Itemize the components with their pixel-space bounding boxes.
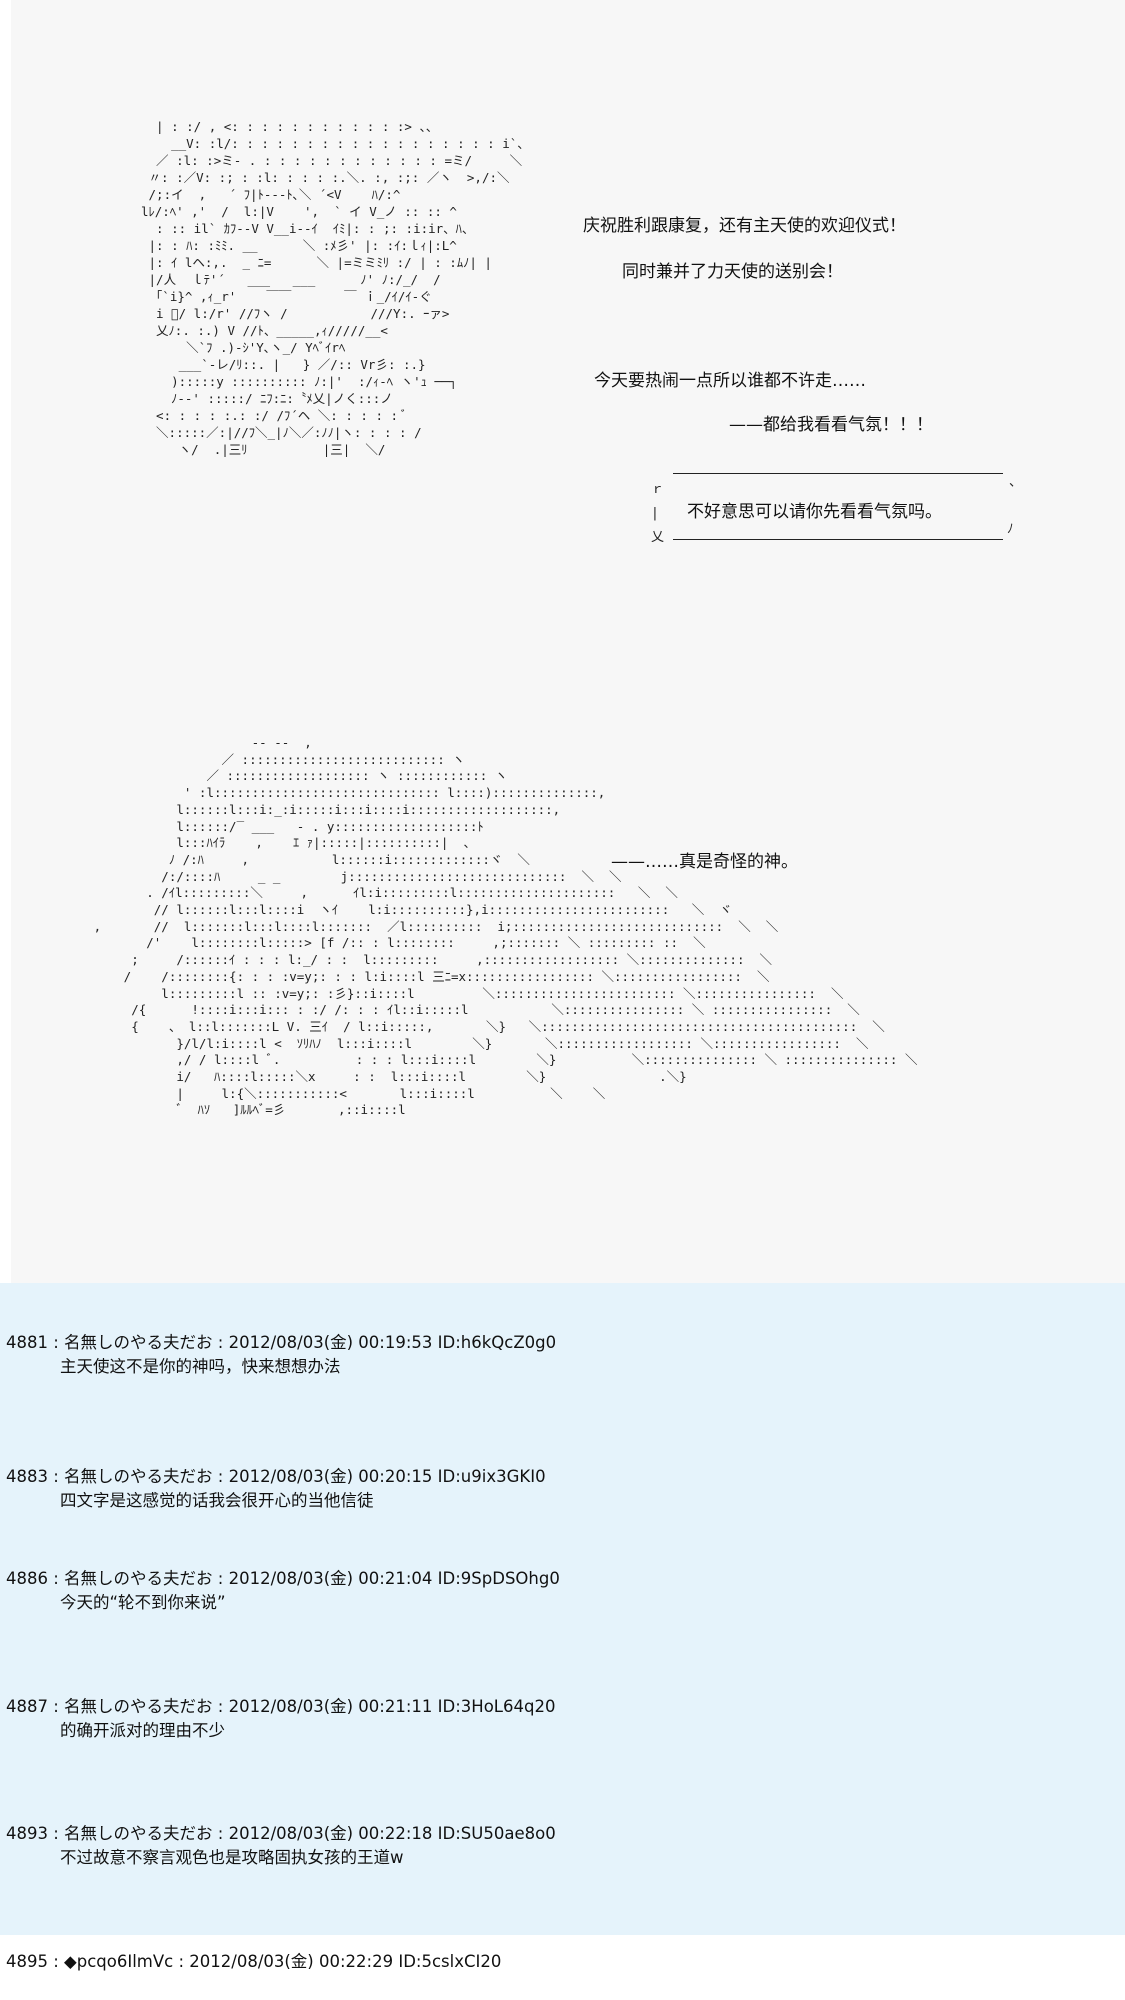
speech-bubble: ｒ | 乂 、 ﾉ 不好意思可以请你先看看气氛吗。 (643, 463, 1033, 545)
bubble-text: 不好意思可以请你先看看气氛吗。 (687, 502, 942, 522)
post-body: 今天的“轮不到你来说” (60, 1593, 226, 1612)
bubble-bottom-border (673, 539, 1003, 540)
bubble-corner: ﾉ (1007, 522, 1014, 537)
ascii-art-character-2: -- -- , ／ ::::::::::::::::::::::::::: ヽ … (93, 735, 918, 1118)
bubble-top-border (673, 473, 1003, 474)
dialogue-line: ——都给我看看气氛！！！ (729, 415, 933, 435)
ascii-art-character-1: | : :/ , <: : : : : : : : : : : :> 、、 __… (141, 119, 530, 457)
post-header: 4887 : 名無しのやる夫だお : 2012/08/03(金) 00:21:1… (6, 1697, 556, 1716)
post-header: 4895 : ◆pcqo6IlmVc : 2012/08/03(金) 00:22… (6, 1952, 502, 1971)
bubble-left-border: ｒ | 乂 (651, 482, 665, 545)
post-header: 4883 : 名無しのやる夫だお : 2012/08/03(金) 00:20:1… (6, 1467, 546, 1486)
artwork-panel: | : :/ , <: : : : : : : : : : : :> 、、 __… (11, 0, 1125, 1283)
dialogue-line: 今天要热闹一点所以谁都不许走…… (594, 371, 866, 391)
post-header: 4893 : 名無しのやる夫だお : 2012/08/03(金) 00:22:1… (6, 1824, 556, 1843)
post-body: 不过故意不察言观色也是攻略固执女孩的王道w (60, 1848, 404, 1867)
bubble-corner: 、 (1009, 475, 1023, 490)
dialogue-line: 同时兼并了力天使的送别会！ (622, 262, 843, 282)
dialogue-line: ——……真是奇怪的神。 (611, 852, 798, 872)
post-body: 主天使这不是你的神吗，快来想想办法 (60, 1357, 341, 1376)
post-header: 4886 : 名無しのやる夫だお : 2012/08/03(金) 00:21:0… (6, 1569, 560, 1588)
post-header: 4881 : 名無しのやる夫だお : 2012/08/03(金) 00:19:5… (6, 1333, 557, 1352)
comments-section: 4881 : 名無しのやる夫だお : 2012/08/03(金) 00:19:5… (0, 1283, 1125, 1935)
dialogue-line: 庆祝胜利跟康复，还有主天使的欢迎仪式！ (583, 216, 906, 236)
post-body: 的确开派对的理由不少 (60, 1721, 225, 1740)
post-body: 四文字是这感觉的话我会很开心的当他信徒 (60, 1491, 374, 1510)
